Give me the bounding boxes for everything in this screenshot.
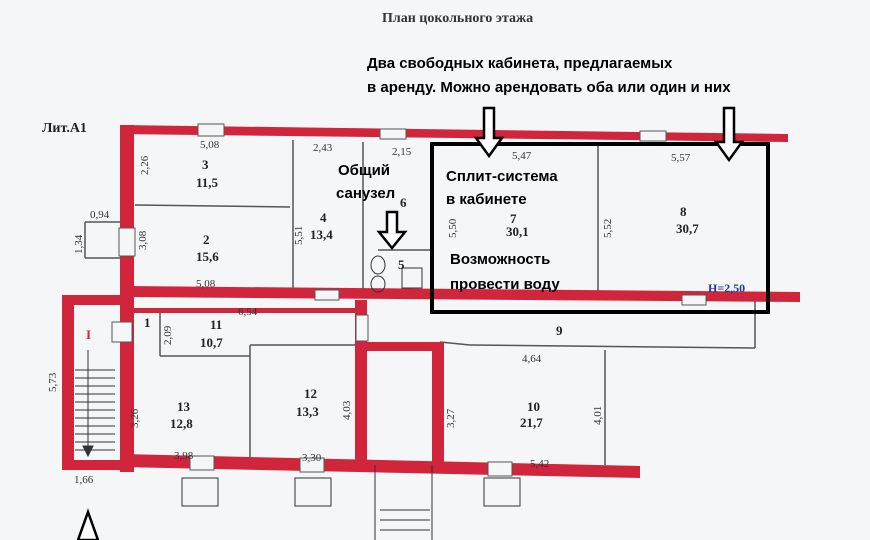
room-area: 12,8 bbox=[170, 416, 193, 431]
room-number: 8 bbox=[680, 204, 687, 219]
room-number: 12 bbox=[304, 386, 317, 401]
interior-lines bbox=[84, 140, 756, 465]
wall-openings bbox=[111, 123, 707, 477]
dimension-label: 5,08 bbox=[200, 139, 220, 151]
room-area: 30,1 bbox=[506, 224, 529, 239]
dimension-label: 2,09 bbox=[162, 325, 174, 345]
split-annotation-line1: Сплит-система bbox=[446, 168, 558, 185]
arrow-up-icon bbox=[76, 508, 100, 540]
dimension-label: 4,64 bbox=[522, 353, 542, 365]
room-area: 21,7 bbox=[520, 415, 543, 430]
room-area: 13,3 bbox=[296, 404, 319, 419]
dimension-label: 0,94 bbox=[90, 209, 110, 221]
room-area: 10,7 bbox=[200, 335, 223, 350]
plan-title: План цокольного этажа bbox=[382, 11, 534, 26]
room-number: 4 bbox=[320, 210, 327, 225]
room-area: 11,5 bbox=[196, 175, 219, 190]
dimension-label: 5,50 bbox=[447, 218, 459, 238]
ceiling-height-label: Н=2,50 bbox=[708, 281, 746, 295]
toilet-fixtures bbox=[370, 255, 423, 293]
dimension-label: 3,30 bbox=[302, 452, 322, 464]
toilet-annotation-line1: Общий bbox=[338, 162, 391, 179]
dimension-label: 5,42 bbox=[530, 458, 550, 470]
room-number: 6 bbox=[400, 195, 407, 210]
dimension-label: 6,54 bbox=[238, 306, 258, 318]
arrow-down-icon bbox=[713, 106, 745, 163]
dimension-label: 5,57 bbox=[671, 152, 691, 164]
room-number: 5 bbox=[398, 257, 405, 272]
dimension-label: 5,08 bbox=[196, 278, 216, 290]
dimension-label: 4,01 bbox=[592, 405, 604, 425]
room-number: 11 bbox=[210, 317, 223, 332]
room-number: 1 bbox=[144, 315, 151, 330]
room-area: 13,4 bbox=[310, 227, 333, 242]
room-number: 10 bbox=[527, 399, 540, 414]
split-annotation-line2: в кабинете bbox=[446, 191, 527, 208]
water-annotation-line2: провести воду bbox=[450, 276, 560, 293]
water-annotation-line1: Возможность bbox=[450, 251, 551, 268]
section-marker: I bbox=[86, 327, 92, 342]
top-annotation-line1: Два свободных кабинета, предлагаемых bbox=[367, 55, 673, 72]
dimension-label: 2,26 bbox=[139, 155, 151, 175]
dimension-label: 4,03 bbox=[341, 400, 353, 420]
room-number: 2 bbox=[203, 232, 210, 247]
dimension-label: 5,51 bbox=[293, 225, 305, 245]
entrances bbox=[181, 465, 521, 540]
arrow-down-icon bbox=[473, 106, 505, 159]
dimension-label: 5,73 bbox=[47, 372, 59, 392]
room-number: 7 bbox=[510, 211, 517, 226]
dimension-label: 3,27 bbox=[445, 408, 457, 428]
arrow-down-icon bbox=[376, 210, 408, 250]
room-number: 3 bbox=[202, 157, 209, 172]
dimension-label: 3,08 bbox=[137, 230, 149, 250]
room-area: 15,6 bbox=[196, 249, 219, 264]
dimension-label: 1,34 bbox=[73, 234, 85, 254]
lit-label: Лит.А1 bbox=[42, 121, 87, 136]
dimension-label: 3,26 bbox=[129, 408, 141, 428]
offices-highlight-frame bbox=[430, 142, 770, 314]
dimension-label: 2,43 bbox=[313, 142, 333, 154]
dimension-label: 2,15 bbox=[392, 146, 412, 158]
annotation-arrows bbox=[376, 106, 745, 250]
toilet-annotation-line2: санузел bbox=[336, 185, 396, 202]
dimension-label: 5,52 bbox=[602, 218, 614, 238]
dimension-label: 5,47 bbox=[512, 150, 532, 162]
room-number: 9 bbox=[556, 323, 563, 338]
room-area: 30,7 bbox=[676, 221, 699, 236]
staircase bbox=[75, 350, 115, 458]
dimension-label: 3,98 bbox=[174, 450, 194, 462]
top-annotation-line2: в аренду. Можно арендовать оба или один … bbox=[367, 79, 731, 96]
room-number: 13 bbox=[177, 399, 190, 414]
dimension-label: 1,66 bbox=[74, 474, 94, 486]
